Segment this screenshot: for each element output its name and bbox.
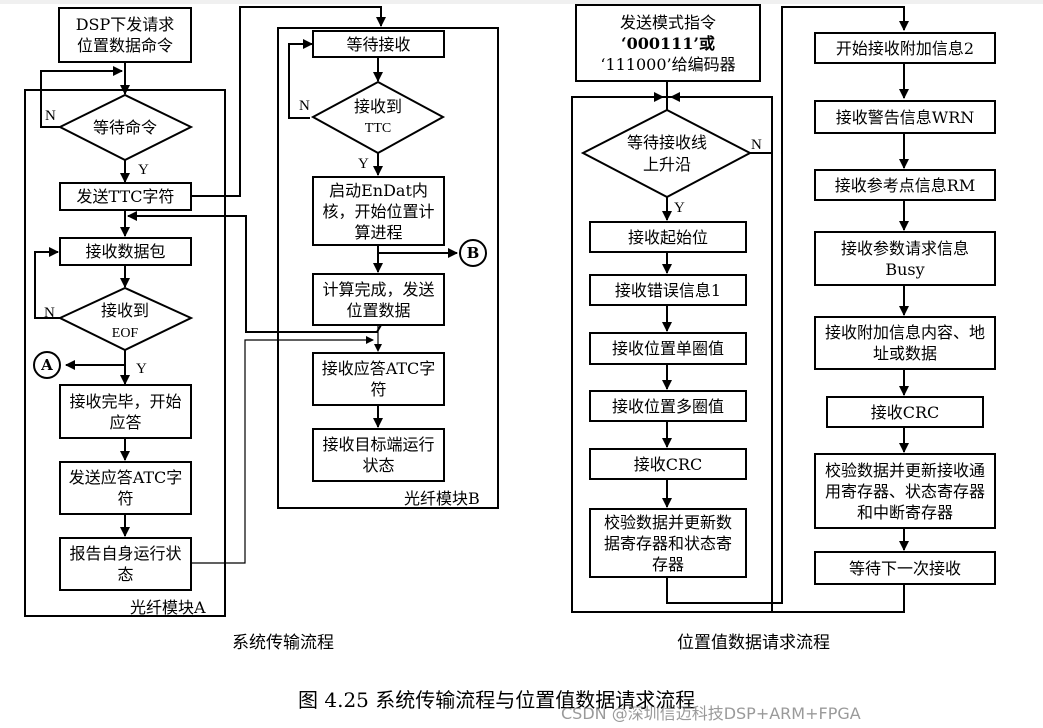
send-ttc-box: 发送TTC字符 <box>59 182 192 211</box>
no-label: N <box>299 98 310 114</box>
receive-warning-box: 接收警告信息WRN <box>814 100 996 134</box>
receive-busy-box: 接收参数请求信息Busy <box>814 231 996 286</box>
receive-additional-content-box: 接收附加信息内容、地址或数据 <box>814 316 996 370</box>
yes-label: Y <box>136 361 147 377</box>
report-status-box: 报告自身运行状态 <box>59 537 192 591</box>
receive-multi-turn-box: 接收位置多圈值 <box>589 390 747 422</box>
watermark: CSDN @深圳信迈科技DSP+ARM+FPGA <box>561 704 861 723</box>
module-b-frame <box>277 27 499 509</box>
dsp-request-box: DSP下发请求位置数据命令 <box>58 7 192 63</box>
wait-command-text: 等待命令 <box>92 118 157 137</box>
no-label: N <box>44 305 55 321</box>
yes-label: Y <box>358 156 369 172</box>
receive-crc-2-box: 接收CRC <box>826 396 984 428</box>
receive-target-status-box: 接收目标端运行状态 <box>312 428 445 482</box>
verify-update-registers-box: 校验数据并更新接收通用寄存器、状态寄存器和中断寄存器 <box>814 453 996 529</box>
eof-check-line2: EOF <box>111 326 139 341</box>
left-diagram-caption: 系统传输流程 <box>232 633 334 653</box>
connector-a: A <box>33 351 61 379</box>
wait-rising-line2: 上升沿 <box>642 155 691 174</box>
receive-crc-box: 接收CRC <box>589 448 747 480</box>
receive-error-1-box: 接收错误信息1 <box>589 274 747 306</box>
figure-caption: 图 4.25 系统传输流程与位置值数据请求流程 <box>298 688 696 712</box>
receive-done-box: 接收完毕，开始应答 <box>59 384 192 439</box>
wait-rising-line1: 等待接收线 <box>626 133 707 152</box>
receive-packet-box: 接收数据包 <box>59 237 192 266</box>
yes-label: Y <box>674 200 685 216</box>
send-atc-box: 发送应答ATC字符 <box>59 461 192 515</box>
receive-reference-box: 接收参考点信息RM <box>814 169 996 201</box>
verify-update-data-box: 校验数据并更新数据寄存器和状态寄存器 <box>589 508 747 578</box>
calc-done-box: 计算完成，发送位置数据 <box>312 273 445 326</box>
module-b-label: 光纤模块B <box>404 489 480 508</box>
wait-next-receive-box: 等待下一次接收 <box>814 551 996 585</box>
no-label: N <box>45 108 56 124</box>
send-mode-box: 发送模式指令 ‘000111’或 ‘111000’给编码器 <box>575 4 761 82</box>
yes-label: Y <box>138 162 149 178</box>
eof-check-line1: 接收到 <box>100 301 149 320</box>
module-a-label: 光纤模块A <box>130 598 206 617</box>
receive-single-turn-box: 接收位置单圈值 <box>589 332 747 365</box>
connector-b: B <box>459 239 487 267</box>
start-additional-info-2-box: 开始接收附加信息2 <box>814 32 996 64</box>
wait-receive-box: 等待接收 <box>312 30 445 58</box>
receive-start-bit-box: 接收起始位 <box>589 221 747 253</box>
right-diagram-caption: 位置值数据请求流程 <box>677 633 830 653</box>
no-label: N <box>751 137 762 153</box>
ttc-check-line1: 接收到 <box>353 97 402 116</box>
top-strip <box>0 0 1043 4</box>
receive-atc-box: 接收应答ATC字符 <box>312 352 445 406</box>
start-endat-box: 启动EnDat内核，开始位置计算进程 <box>312 176 445 246</box>
ttc-check-line2: TTC <box>364 121 392 136</box>
